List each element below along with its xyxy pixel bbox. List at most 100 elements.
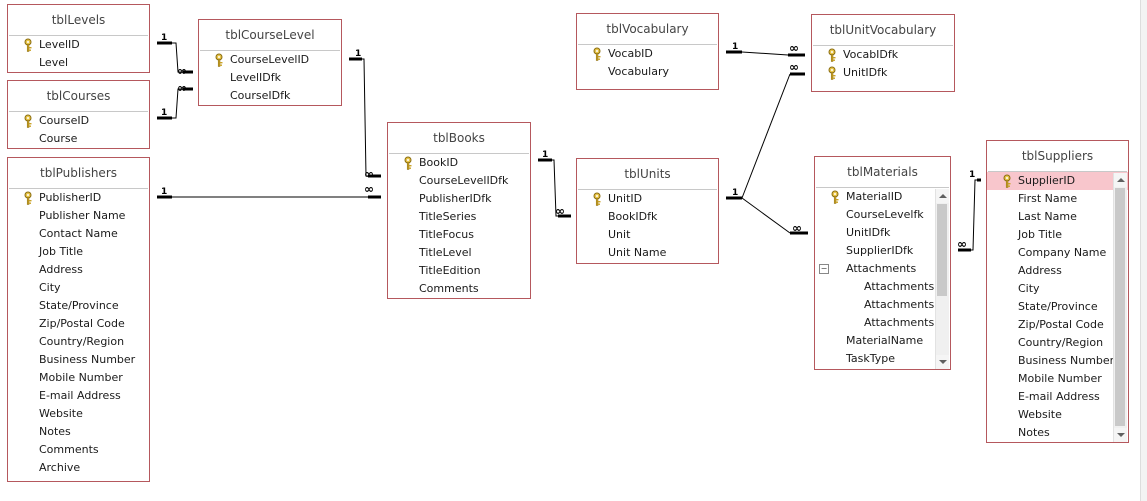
field-row[interactable]: UnitIDfk [815,224,950,242]
field-row[interactable]: Course [8,130,149,148]
field-row[interactable]: MaterialID [815,188,950,206]
field-row[interactable]: Vocabulary [577,63,718,81]
field-row[interactable]: BookID [388,154,530,172]
field-row[interactable]: LevelIDfk [199,69,341,87]
field-row[interactable]: State/Province [8,297,149,315]
relationship-line[interactable] [362,58,368,177]
field-row[interactable]: LevelID [8,36,149,54]
field-row[interactable]: Publisher Name [8,207,149,225]
field-row[interactable]: PublisherID [8,189,149,207]
relationship-line[interactable] [741,51,789,56]
field-row[interactable]: Attachments.I [815,296,950,314]
relationship-line[interactable] [741,73,791,199]
field-row[interactable]: Unit [577,226,718,244]
field-row[interactable]: TaskType [815,350,950,368]
one-side-marker: 1 [732,42,739,52]
table-title[interactable]: tblPublishers [9,158,148,189]
field-row[interactable]: Unit Name [577,244,718,262]
field-row[interactable]: Mobile Number [8,369,149,387]
field-row[interactable]: City [987,280,1128,298]
field-row[interactable]: UnitID [577,190,718,208]
table-title[interactable]: tblUnitVocabulary [813,15,953,46]
field-row[interactable]: Comments [388,280,530,298]
table-title[interactable]: tblBooks [389,123,529,154]
field-row[interactable]: SupplierIDfk [815,242,950,260]
table-tblCourses[interactable]: tblCourses CourseID Course [7,80,150,149]
field-row[interactable]: SupplierID [987,172,1128,190]
field-row[interactable]: E-mail Address [8,387,149,405]
table-tblLevels[interactable]: tblLevels LevelID Level [7,4,150,73]
field-row[interactable]: Website [8,405,149,423]
field-row[interactable]: CourseLevelID [199,51,341,69]
field-row[interactable]: Country/Region [8,333,149,351]
field-row[interactable]: State/Province [987,298,1128,316]
field-row[interactable]: First Name [987,190,1128,208]
scroll-up-arrow-icon[interactable] [1114,173,1127,187]
field-row[interactable]: Attachments.I [815,314,950,332]
field-row[interactable]: E-mail Address [987,388,1128,406]
field-row[interactable]: CourseLevelIDfk [388,172,530,190]
table-title[interactable]: tblCourses [9,81,148,112]
field-row[interactable]: Level [8,54,149,72]
field-row[interactable]: Country/Region [987,334,1128,352]
field-row[interactable]: Zip/Postal Code [8,315,149,333]
table-title[interactable]: tblVocabulary [578,14,717,45]
scroll-up-arrow-icon[interactable] [936,189,949,203]
field-row[interactable]: Business Number [8,351,149,369]
collapse-icon[interactable]: − [819,264,829,274]
field-row[interactable]: Address [987,262,1128,280]
field-row[interactable]: Company Name [987,244,1128,262]
field-row[interactable]: CourseID [8,112,149,130]
field-row[interactable]: PublisherIDfk [388,190,530,208]
field-row[interactable]: Job Title [987,226,1128,244]
field-row[interactable]: TitleEdition [388,262,530,280]
table-title[interactable]: tblLevels [9,5,148,36]
scroll-down-arrow-icon[interactable] [1114,428,1127,442]
field-row[interactable]: Contact Name [8,225,149,243]
field-row[interactable]: Archive [8,459,149,477]
field-row[interactable]: Mobile Number [987,370,1128,388]
table-title[interactable]: tblCourseLevel [200,20,340,51]
scroll-thumb[interactable] [1115,188,1125,426]
field-row[interactable]: CourseIDfk [199,87,341,105]
field-row[interactable]: Job Title [8,243,149,261]
field-row[interactable]: Address [8,261,149,279]
relationship-line[interactable] [971,179,977,251]
field-row[interactable]: City [8,279,149,297]
relationship-line[interactable] [741,197,791,234]
field-row[interactable]: −Attachments [815,260,950,278]
field-row[interactable]: BookIDfk [577,208,718,226]
scroll-thumb[interactable] [937,204,947,296]
table-title[interactable]: tblMaterials [816,157,949,188]
materials-scrollbar[interactable] [935,189,949,369]
field-row[interactable]: Last Name [987,208,1128,226]
field-row[interactable]: Comments [8,441,149,459]
table-title[interactable]: tblUnits [578,159,717,190]
field-row[interactable]: Notes [8,423,149,441]
field-row[interactable]: VocabID [577,45,718,63]
field-row[interactable]: CourseLevelfk [815,206,950,224]
field-row[interactable]: UnitIDfk [812,64,954,82]
field-row[interactable]: TitleSeries [388,208,530,226]
field-row[interactable]: Attachments.I [815,278,950,296]
field-row[interactable]: Website [987,406,1128,424]
table-title[interactable]: tblSuppliers [988,141,1127,172]
field-row[interactable]: Business Number [987,352,1128,370]
field-row[interactable]: TitleLevel [388,244,530,262]
scroll-down-arrow-icon[interactable] [936,355,949,369]
suppliers-scrollbar[interactable] [1113,173,1127,442]
field-row[interactable]: MaterialName [815,332,950,350]
field-row[interactable]: Zip/Postal Code [987,316,1128,334]
field-row[interactable]: Notes [987,424,1128,442]
field-row[interactable]: VocabIDfk [812,46,954,64]
field-row[interactable]: TitleFocus [388,226,530,244]
